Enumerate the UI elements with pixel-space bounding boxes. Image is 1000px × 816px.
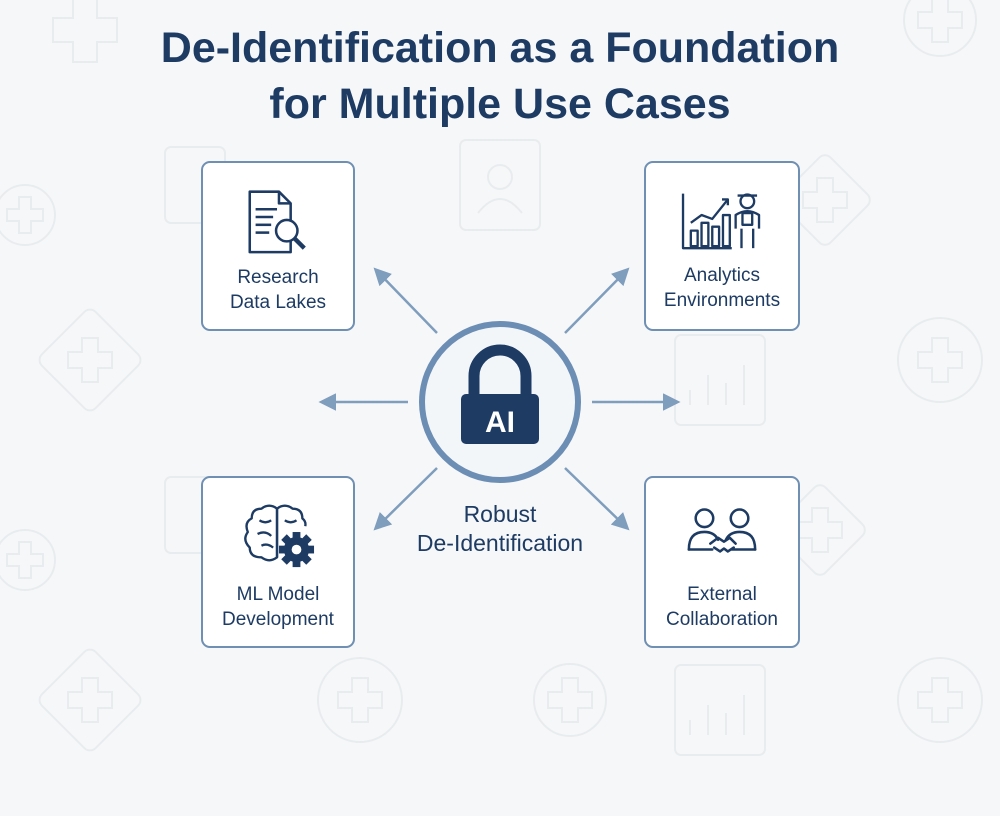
arrow-to-ml [373,467,438,531]
title-line-2: for Multiple Use Cases [269,80,731,128]
hub: AI [419,321,581,483]
card-label: Analytics Environments [646,263,798,313]
gear-icon [278,532,315,568]
card-label-line-1: Analytics [683,265,761,286]
card-label-line-2: Development [222,609,334,630]
person-card-icon [459,139,541,231]
medical-cross-icon [779,154,871,246]
card-label-line-1: Research [237,267,319,288]
people-handshake-icon [687,508,757,553]
bar-chart-person-icon [681,193,761,250]
chart-board-icon [674,334,766,426]
card-label-line-2: Collaboration [666,609,778,630]
card-external-collaboration: External Collaboration [644,476,800,648]
medical-cross-icon [897,657,983,743]
card-ml-model-development: ML Model Development [201,476,355,648]
card-label: Research Data Lakes [203,265,353,315]
medical-cross-icon [38,648,142,752]
page-title: De-Identification as a Foundation for Mu… [0,20,1000,132]
brain-gear-icon [244,504,315,568]
medical-cross-icon [903,0,977,57]
card-label-line-1: ML Model [236,584,320,605]
medical-cross-icon [533,663,607,737]
arrow-to-research [373,267,438,334]
card-label-line-2: Environments [663,290,781,311]
medical-cross-icon [0,184,56,246]
arrow-to-analytics [564,267,630,334]
card-label-line-1: External [687,584,757,605]
document-magnifier-icon [248,190,306,254]
card-label-line-2: Data Lakes [229,292,327,313]
hub-label-line-1: Robust [463,501,537,527]
card-label: External Collaboration [646,582,798,632]
hub-label: Robust De-Identification [360,500,640,558]
medical-cross-icon [52,0,118,63]
hub-label-line-2: De-Identification [416,530,584,556]
card-analytics-environments: Analytics Environments [644,161,800,331]
hub-badge: AI [485,406,515,439]
medical-cross-icon [897,317,983,403]
medical-cross-icon [317,657,403,743]
card-research-data-lakes: Research Data Lakes [201,161,355,331]
padlock-icon [461,344,539,444]
arrow-to-collab [564,467,630,531]
medical-cross-icon [0,529,56,591]
medical-cross-icon [38,308,142,412]
card-label: ML Model Development [203,582,353,632]
title-line-1: De-Identification as a Foundation [160,24,840,72]
chart-board-icon [674,664,766,756]
